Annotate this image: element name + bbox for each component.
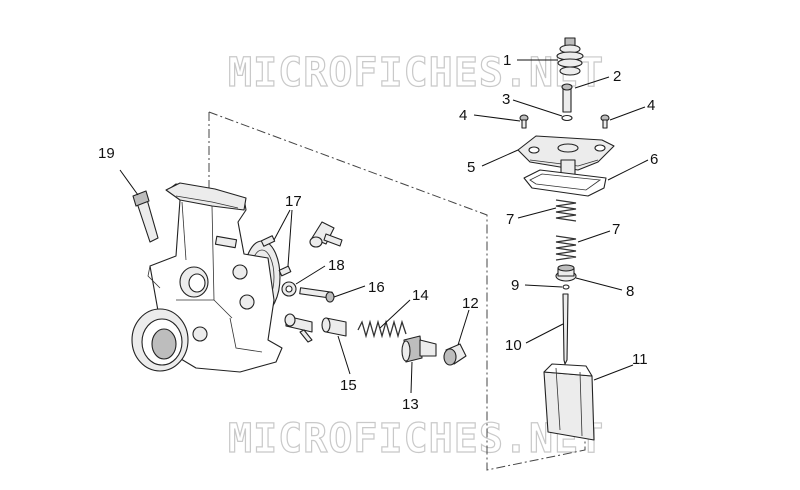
watermark-top: MICROFICHES.NET — [228, 50, 604, 96]
part-11-slide — [543, 363, 595, 441]
callout-16: 16 — [368, 279, 385, 296]
callout-18: 18 — [328, 257, 345, 274]
part-12-cap — [443, 343, 467, 366]
callout-4-left: 4 — [459, 107, 467, 124]
callout-11: 11 — [632, 351, 648, 368]
part-5-top-cover — [517, 135, 615, 179]
callout-14: 14 — [412, 287, 429, 304]
callout-1: 1 — [503, 52, 511, 69]
callout-10: 10 — [505, 337, 522, 354]
callout-leaders — [119, 59, 649, 394]
callout-9: 9 — [511, 277, 519, 294]
part-3-o-ring — [561, 114, 573, 122]
part-2-adjuster — [561, 83, 573, 113]
part-17-screws — [260, 221, 343, 277]
part-16-screw — [299, 287, 335, 303]
callout-8: 8 — [626, 283, 634, 300]
callout-19: 19 — [98, 145, 115, 162]
callout-5: 5 — [467, 159, 475, 176]
watermark-bottom: MICROFICHES.NET — [228, 416, 604, 462]
part-15-fitting — [284, 313, 347, 343]
part-1-rubber-boot — [556, 37, 584, 76]
callout-15: 15 — [340, 377, 357, 394]
callout-3: 3 — [502, 91, 510, 108]
part-19-screw — [132, 190, 159, 243]
part-10-needle — [562, 293, 569, 365]
part-18-washer — [281, 281, 297, 297]
part-7-springs — [555, 199, 577, 261]
part-8-retainer — [555, 264, 577, 282]
carburetor-body — [131, 182, 283, 373]
callout-6: 6 — [650, 151, 658, 168]
callout-4-right: 4 — [647, 97, 655, 114]
part-6-gasket — [523, 169, 607, 197]
part-9-clip — [562, 284, 570, 290]
callout-13: 13 — [402, 396, 419, 413]
part-14-spring — [357, 319, 407, 339]
callout-17: 17 — [285, 193, 302, 210]
callout-12: 12 — [462, 295, 479, 312]
callout-7-lower: 7 — [612, 221, 620, 238]
part-13-hex-fitting — [401, 335, 437, 363]
callout-2: 2 — [613, 68, 621, 85]
part-4-screws — [519, 114, 610, 129]
callout-7-upper: 7 — [506, 211, 514, 228]
